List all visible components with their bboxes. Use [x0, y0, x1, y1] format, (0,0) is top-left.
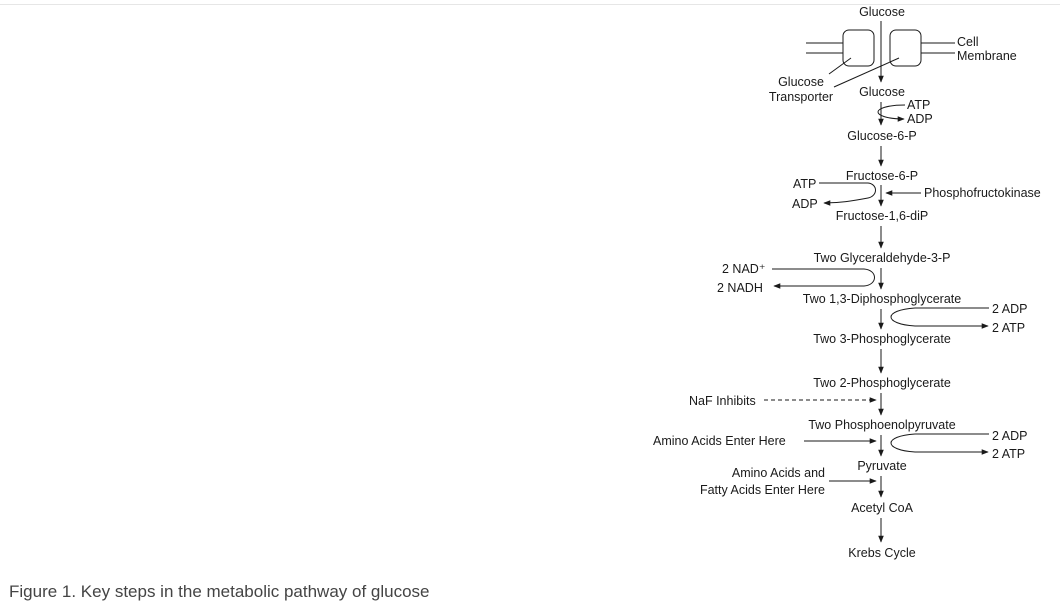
step1-atp-label: ATP — [907, 98, 930, 112]
nad-label: 2 NAD⁺ — [722, 262, 765, 276]
pathway-label-fructose-1-6-dip: Fructose-1,6-diP — [836, 209, 928, 223]
pathway-label-2-phosphoglycerate: Two 2-Phosphoglycerate — [813, 376, 951, 390]
step3-atp-label: ATP — [793, 177, 816, 191]
step9-adp-label: 2 ADP — [992, 429, 1027, 443]
pathway-label-glucose-outside: Glucose — [859, 5, 905, 19]
fatty-acids-entry-label-line2: Fatty Acids Enter Here — [700, 483, 825, 497]
step9-atp-label: 2 ATP — [992, 447, 1025, 461]
amino-acids-entry-label: Amino Acids Enter Here — [653, 434, 786, 448]
enzyme-label: Phosphofructokinase — [924, 186, 1041, 200]
step1-adp-label: ADP — [907, 112, 933, 126]
naf-label: NaF Inhibits — [689, 394, 756, 408]
adp-atp-arrow-step6 — [890, 307, 989, 329]
pathway-label-acetyl-coa: Acetyl CoA — [851, 501, 913, 515]
transporter-pointer-left — [828, 57, 852, 75]
step3-adp-label: ADP — [792, 197, 818, 211]
membrane-label-line2: Membrane — [957, 49, 1017, 63]
pathway-label-phosphoenolpyruvate: Two Phosphoenolpyruvate — [808, 418, 955, 432]
adp-atp-arrow-step9 — [890, 433, 989, 455]
transporter-pointer-right — [833, 57, 900, 88]
figure-caption: Figure 1. Key steps in the metabolic pat… — [9, 582, 430, 601]
top-divider — [0, 4, 1060, 5]
atp-adp-arrow-step1 — [877, 104, 906, 122]
step6-atp-label: 2 ATP — [992, 321, 1025, 335]
membrane-label-line1: Cell — [957, 35, 979, 49]
pathway-label-pyruvate: Pyruvate — [857, 459, 906, 473]
transporter-label-line1: Glucose — [778, 75, 824, 89]
nadh-label: 2 NADH — [717, 281, 763, 295]
pathway-label-krebs-cycle: Krebs Cycle — [848, 546, 915, 560]
glucose-pathway-diagram: Cell Membrane Glucose Transporter Glucos… — [653, 5, 1041, 560]
transporter-label-line2: Transporter — [769, 90, 833, 104]
glucose-transporter — [828, 29, 922, 88]
pathway-label-glucose-inside: Glucose — [859, 85, 905, 99]
pathway-label-glyceraldehyde-3-p: Two Glyceraldehyde-3-P — [814, 251, 951, 265]
pathway-label-fructose-6-p: Fructose-6-P — [846, 169, 918, 183]
pathway-label-glucose-6-p: Glucose-6-P — [847, 129, 916, 143]
fatty-acids-entry-label-line1: Amino Acids and — [732, 466, 825, 480]
nad-nadh-arrow — [772, 268, 875, 289]
pathway-label-3-phosphoglycerate: Two 3-Phosphoglycerate — [813, 332, 951, 346]
pathway-label-1-3-diphosphoglycerate: Two 1,3-Diphosphoglycerate — [803, 292, 961, 306]
cell-membrane — [806, 42, 955, 54]
atp-adp-arrow-step3 — [819, 182, 876, 206]
step6-adp-label: 2 ADP — [992, 302, 1027, 316]
